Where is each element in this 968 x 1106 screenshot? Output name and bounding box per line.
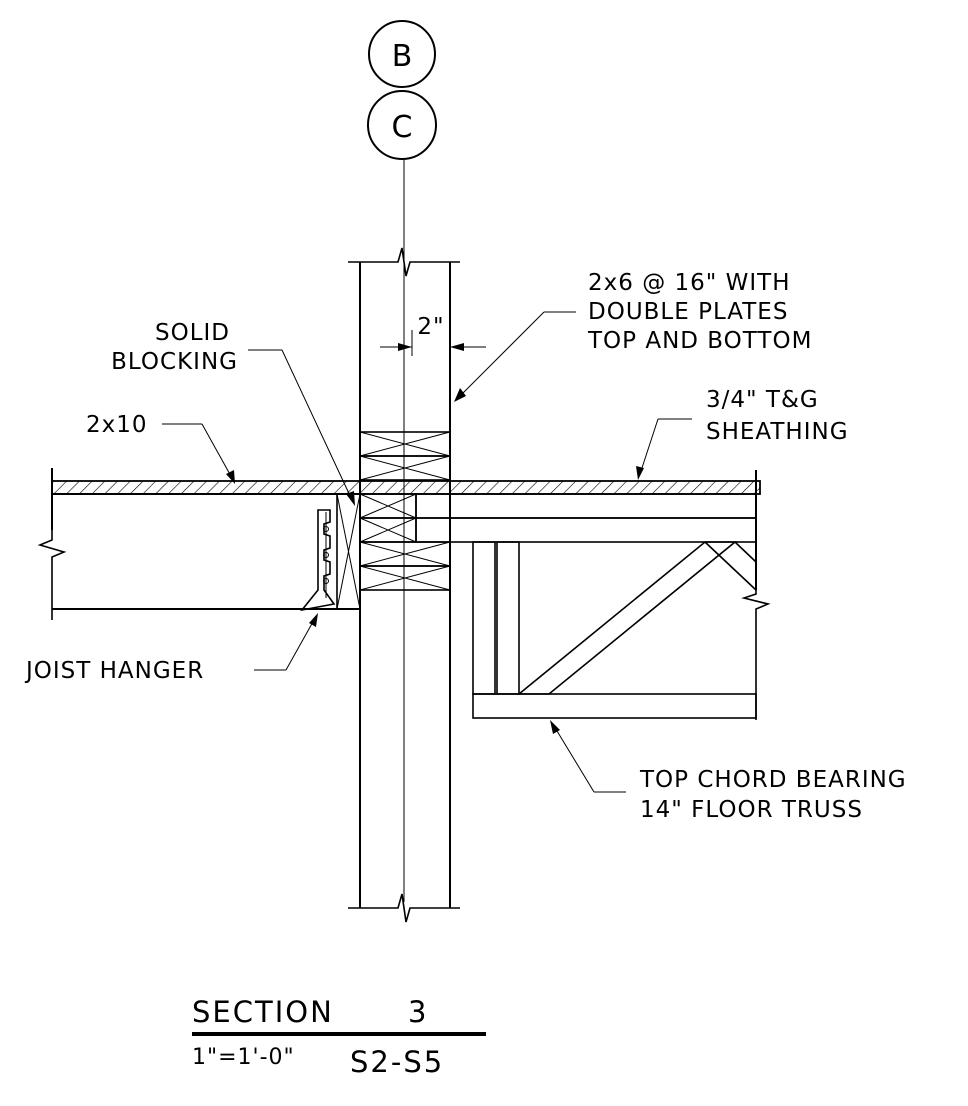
dimension-label: 2" [417,314,444,340]
leader-sheathing [636,418,692,480]
section-title-block: SECTION 3 1"=1'-0" S2-S5 [192,995,486,1079]
stud-label-line3: TOP AND BOTTOM [587,328,812,354]
stud-label-line1: 2x6 @ 16" WITH [588,270,791,296]
grid-bubble-b: B [368,20,436,88]
blocking-label-line1: SOLID [155,320,230,346]
upper-double-plates [359,431,451,481]
dimension-2in: 2" [380,314,486,356]
truss-label-line1: TOP CHORD BEARING [639,767,907,793]
section-scale: 1"=1'-0" [192,1045,295,1070]
sheathing-label-line1: 3/4" T&G [706,387,819,413]
grid-bubble-b-label: B [392,39,413,74]
leader-floor-truss [550,720,626,793]
section-sheets: S2-S5 [350,1045,444,1079]
sheathing [51,480,761,495]
section-number: 3 [408,995,428,1029]
lower-plates [359,493,451,591]
leader-stud-wall [454,311,576,402]
joist-hanger [300,509,336,612]
truss-label-line2: 14" FLOOR TRUSS [640,797,863,823]
grid-bubble-c: C [367,90,437,160]
solid-blocking [336,493,361,610]
leader-2x10 [162,423,235,484]
leader-joist-hanger [254,613,318,671]
section-title: SECTION [192,995,334,1029]
leader-solid-blocking [248,349,355,506]
sheathing-label-line2: SHEATHING [706,419,849,445]
hanger-label: JOIST HANGER [24,658,204,684]
blocking-label-line2: BLOCKING [111,349,238,375]
joist-label: 2x10 [86,412,148,438]
floor-truss [415,470,771,720]
stud-label-line2: DOUBLE PLATES [588,299,788,325]
grid-bubble-c-label: C [392,110,413,145]
